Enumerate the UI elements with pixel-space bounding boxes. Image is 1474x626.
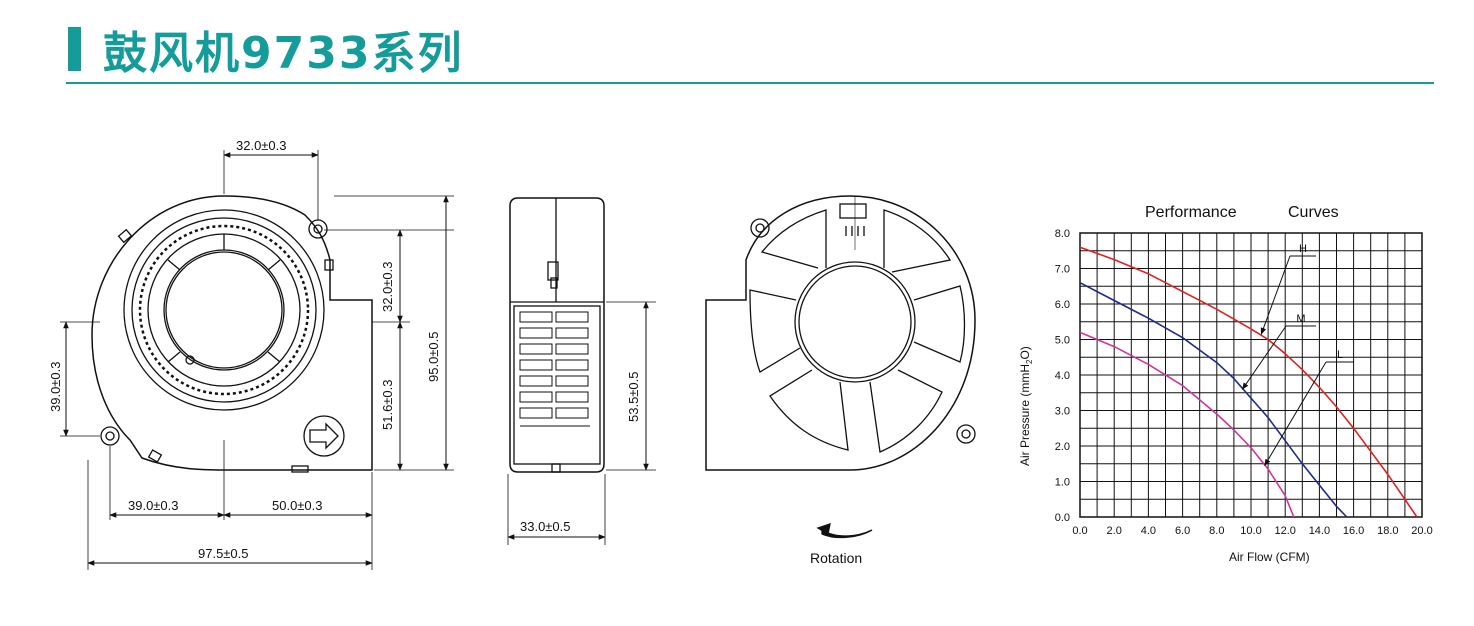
x-tick-label: 16.0 bbox=[1343, 525, 1364, 537]
header-rule bbox=[66, 82, 1434, 84]
dim-upper-height: 32.0±0.3 bbox=[380, 261, 395, 312]
chart-curves bbox=[1079, 246, 1418, 518]
dim-thickness: 33.0±0.5 bbox=[520, 519, 571, 534]
leader-line bbox=[1242, 325, 1287, 390]
curve-label-L: L bbox=[1337, 349, 1343, 361]
performance-chart: Performance Curves 0.0 2.0 4.0 6.0 8.0 10.0 12… bbox=[1018, 204, 1433, 564]
curve-H bbox=[1079, 246, 1418, 518]
side-view bbox=[507, 197, 656, 545]
y-tick-label: 1.0 bbox=[1055, 477, 1070, 489]
x-tick-label: 4.0 bbox=[1141, 525, 1156, 537]
title-accent-bar bbox=[68, 27, 81, 71]
curve-annotations: H M L bbox=[1242, 243, 1354, 467]
x-tick-labels: 0.0 2.0 4.0 6.0 8.0 10.0 12.0 14.0 16.0 18.0 20.0 bbox=[1072, 525, 1432, 537]
front-view bbox=[60, 150, 454, 570]
y-tick-label: 7.0 bbox=[1055, 264, 1070, 276]
x-tick-label: 6.0 bbox=[1175, 525, 1190, 537]
rotation-arrow-icon bbox=[821, 528, 873, 539]
page-title: 鼓风机9733系列 bbox=[103, 28, 464, 79]
y-tick-label: 6.0 bbox=[1055, 299, 1070, 311]
leader-line bbox=[1264, 361, 1327, 467]
x-tick-label: 18.0 bbox=[1377, 525, 1398, 537]
dim-bottom-left: 39.0±0.3 bbox=[128, 498, 179, 513]
x-tick-label: 2.0 bbox=[1107, 525, 1122, 537]
y-tick-label: 2.0 bbox=[1055, 441, 1070, 453]
dim-outlet-height: 53.5±0.5 bbox=[626, 371, 641, 422]
y-tick-label: 0.0 bbox=[1055, 512, 1070, 524]
x-tick-label: 0.0 bbox=[1072, 525, 1087, 537]
x-tick-label: 20.0 bbox=[1411, 525, 1432, 537]
y-tick-label: 5.0 bbox=[1055, 335, 1070, 347]
curve-L bbox=[1079, 331, 1295, 518]
chart-title-curves: Curves bbox=[1288, 204, 1339, 221]
x-axis-label: Air Flow (CFM) bbox=[1229, 550, 1310, 564]
y-tick-label: 8.0 bbox=[1055, 228, 1070, 240]
rear-view bbox=[705, 195, 976, 539]
dim-total-width: 97.5±0.5 bbox=[198, 546, 249, 561]
chart-title-performance: Performance bbox=[1145, 204, 1237, 221]
chart-grid bbox=[1079, 232, 1423, 518]
x-tick-label: 8.0 bbox=[1209, 525, 1224, 537]
x-tick-label: 12.0 bbox=[1274, 525, 1295, 537]
rotation-label: Rotation bbox=[810, 550, 862, 566]
dim-bottom-right: 50.0±0.3 bbox=[272, 498, 323, 513]
y-tick-label: 3.0 bbox=[1055, 406, 1070, 418]
x-tick-label: 14.0 bbox=[1309, 525, 1330, 537]
dim-total-height: 95.0±0.5 bbox=[426, 331, 441, 382]
curve-label-H: H bbox=[1299, 243, 1307, 255]
direction-arrow-icon bbox=[303, 415, 345, 457]
y-axis-label: Air Pressure (mmH2O) bbox=[1018, 346, 1034, 466]
curve-label-M: M bbox=[1296, 313, 1305, 325]
y-tick-labels: 0.0 1.0 2.0 3.0 4.0 5.0 6.0 7.0 8.0 bbox=[1055, 228, 1070, 524]
leader-line bbox=[1260, 255, 1291, 335]
dim-lower-height: 51.6±0.3 bbox=[380, 379, 395, 430]
x-tick-label: 10.0 bbox=[1240, 525, 1261, 537]
dim-left-hole: 39.0±0.3 bbox=[48, 361, 63, 412]
dim-outlet-width: 32.0±0.3 bbox=[236, 138, 287, 153]
page-header: 鼓风机9733系列 bbox=[68, 18, 463, 80]
y-tick-label: 4.0 bbox=[1055, 370, 1070, 382]
